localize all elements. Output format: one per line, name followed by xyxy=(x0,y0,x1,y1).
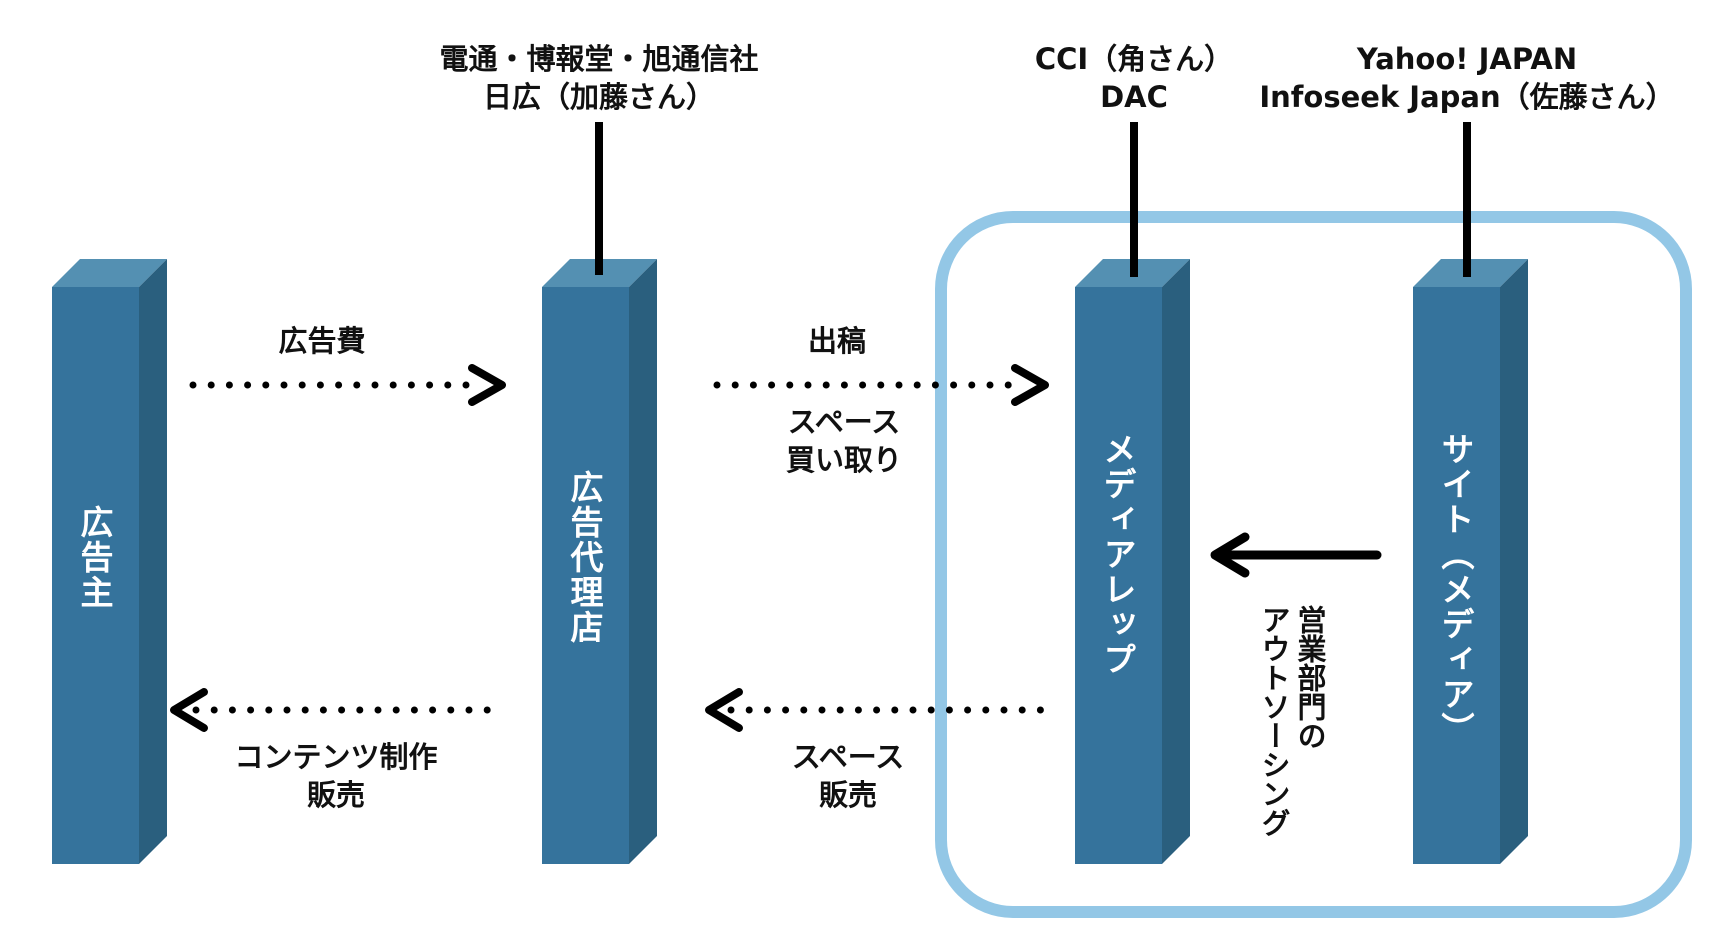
pillar-ad-agency xyxy=(542,259,657,864)
pillar-front xyxy=(52,287,139,864)
callout-ad-agency-line1: 電通・博報堂・旭通信社 xyxy=(439,42,759,76)
callout-ad-agency-line2: 日広（加藤さん） xyxy=(482,80,715,114)
flow-label-ad-cost: 広告費 xyxy=(278,324,366,358)
pillar-side xyxy=(1500,259,1528,864)
arrow-site-to-rep xyxy=(1210,532,1382,578)
flow-label-space-sales: スペース 販売 xyxy=(748,738,948,814)
flow-label-line2: 販売 xyxy=(306,778,365,812)
arrow-rep-to-agency xyxy=(705,688,1050,732)
pillar-front xyxy=(1413,287,1500,864)
flow-label-placement: 出稿 xyxy=(807,324,866,358)
callout-media-rep: CCI（角さん） DAC xyxy=(1000,40,1268,116)
callout-site-line1: Yahoo! JAPAN xyxy=(1356,42,1578,76)
flow-sublabel-line1: スペース xyxy=(787,405,901,439)
media-group-box xyxy=(935,211,1692,918)
pillar-side xyxy=(1162,259,1190,864)
flow-label-outsourcing-col1: 営業部門の xyxy=(1293,605,1327,750)
pillar-side xyxy=(139,259,167,864)
pillar-label-advertiser: 広告主 xyxy=(75,505,114,610)
pillar-label-media-rep: メディアレップ xyxy=(1098,432,1137,677)
pillar-label-site: サイト（メディア） xyxy=(1436,432,1475,747)
callout-media-rep-line1: CCI（角さん） xyxy=(1034,42,1234,76)
flow-label-content-sales: コンテンツ制作 販売 xyxy=(196,738,476,814)
pillar-side xyxy=(629,259,657,864)
arrowhead-right xyxy=(1011,364,1049,406)
flow-label-line1: スペース xyxy=(791,740,905,774)
flow-sublabel-space-purchase: スペース 買い取り xyxy=(744,403,944,479)
pillar-advertiser xyxy=(52,259,167,864)
arrowhead-left xyxy=(170,688,208,732)
callout-site-line2: Infoseek Japan（佐藤さん） xyxy=(1259,80,1675,114)
arrowhead-left xyxy=(705,688,743,732)
callout-media-rep-line2: DAC xyxy=(1100,80,1168,114)
pillar-site xyxy=(1413,259,1528,864)
flow-label-outsourcing: 営業部門の アウトソーシング xyxy=(1256,605,1328,837)
arrow-agency-to-advertiser xyxy=(170,688,499,732)
flow-label-line2: 販売 xyxy=(818,778,877,812)
pillar-front xyxy=(542,287,629,864)
arrowhead-left xyxy=(1210,532,1250,578)
pillar-top xyxy=(52,259,167,287)
flow-label-outsourcing-col2: アウトソーシング xyxy=(1257,605,1291,837)
callout-ad-agency: 電通・博報堂・旭通信社 日広（加藤さん） xyxy=(399,40,799,116)
flow-label-line1: コンテンツ制作 xyxy=(234,740,438,774)
pillar-media-rep xyxy=(1075,259,1190,864)
callout-site: Yahoo! JAPAN Infoseek Japan（佐藤さん） xyxy=(1247,40,1687,116)
arrow-agency-to-rep xyxy=(713,364,1049,406)
arrow-advertiser-to-agency xyxy=(189,364,506,406)
arrowhead-right xyxy=(468,364,506,406)
pillar-label-ad-agency: 広告代理店 xyxy=(565,470,604,645)
flow-sublabel-line2: 買い取り xyxy=(785,443,902,477)
pillar-front xyxy=(1075,287,1162,864)
